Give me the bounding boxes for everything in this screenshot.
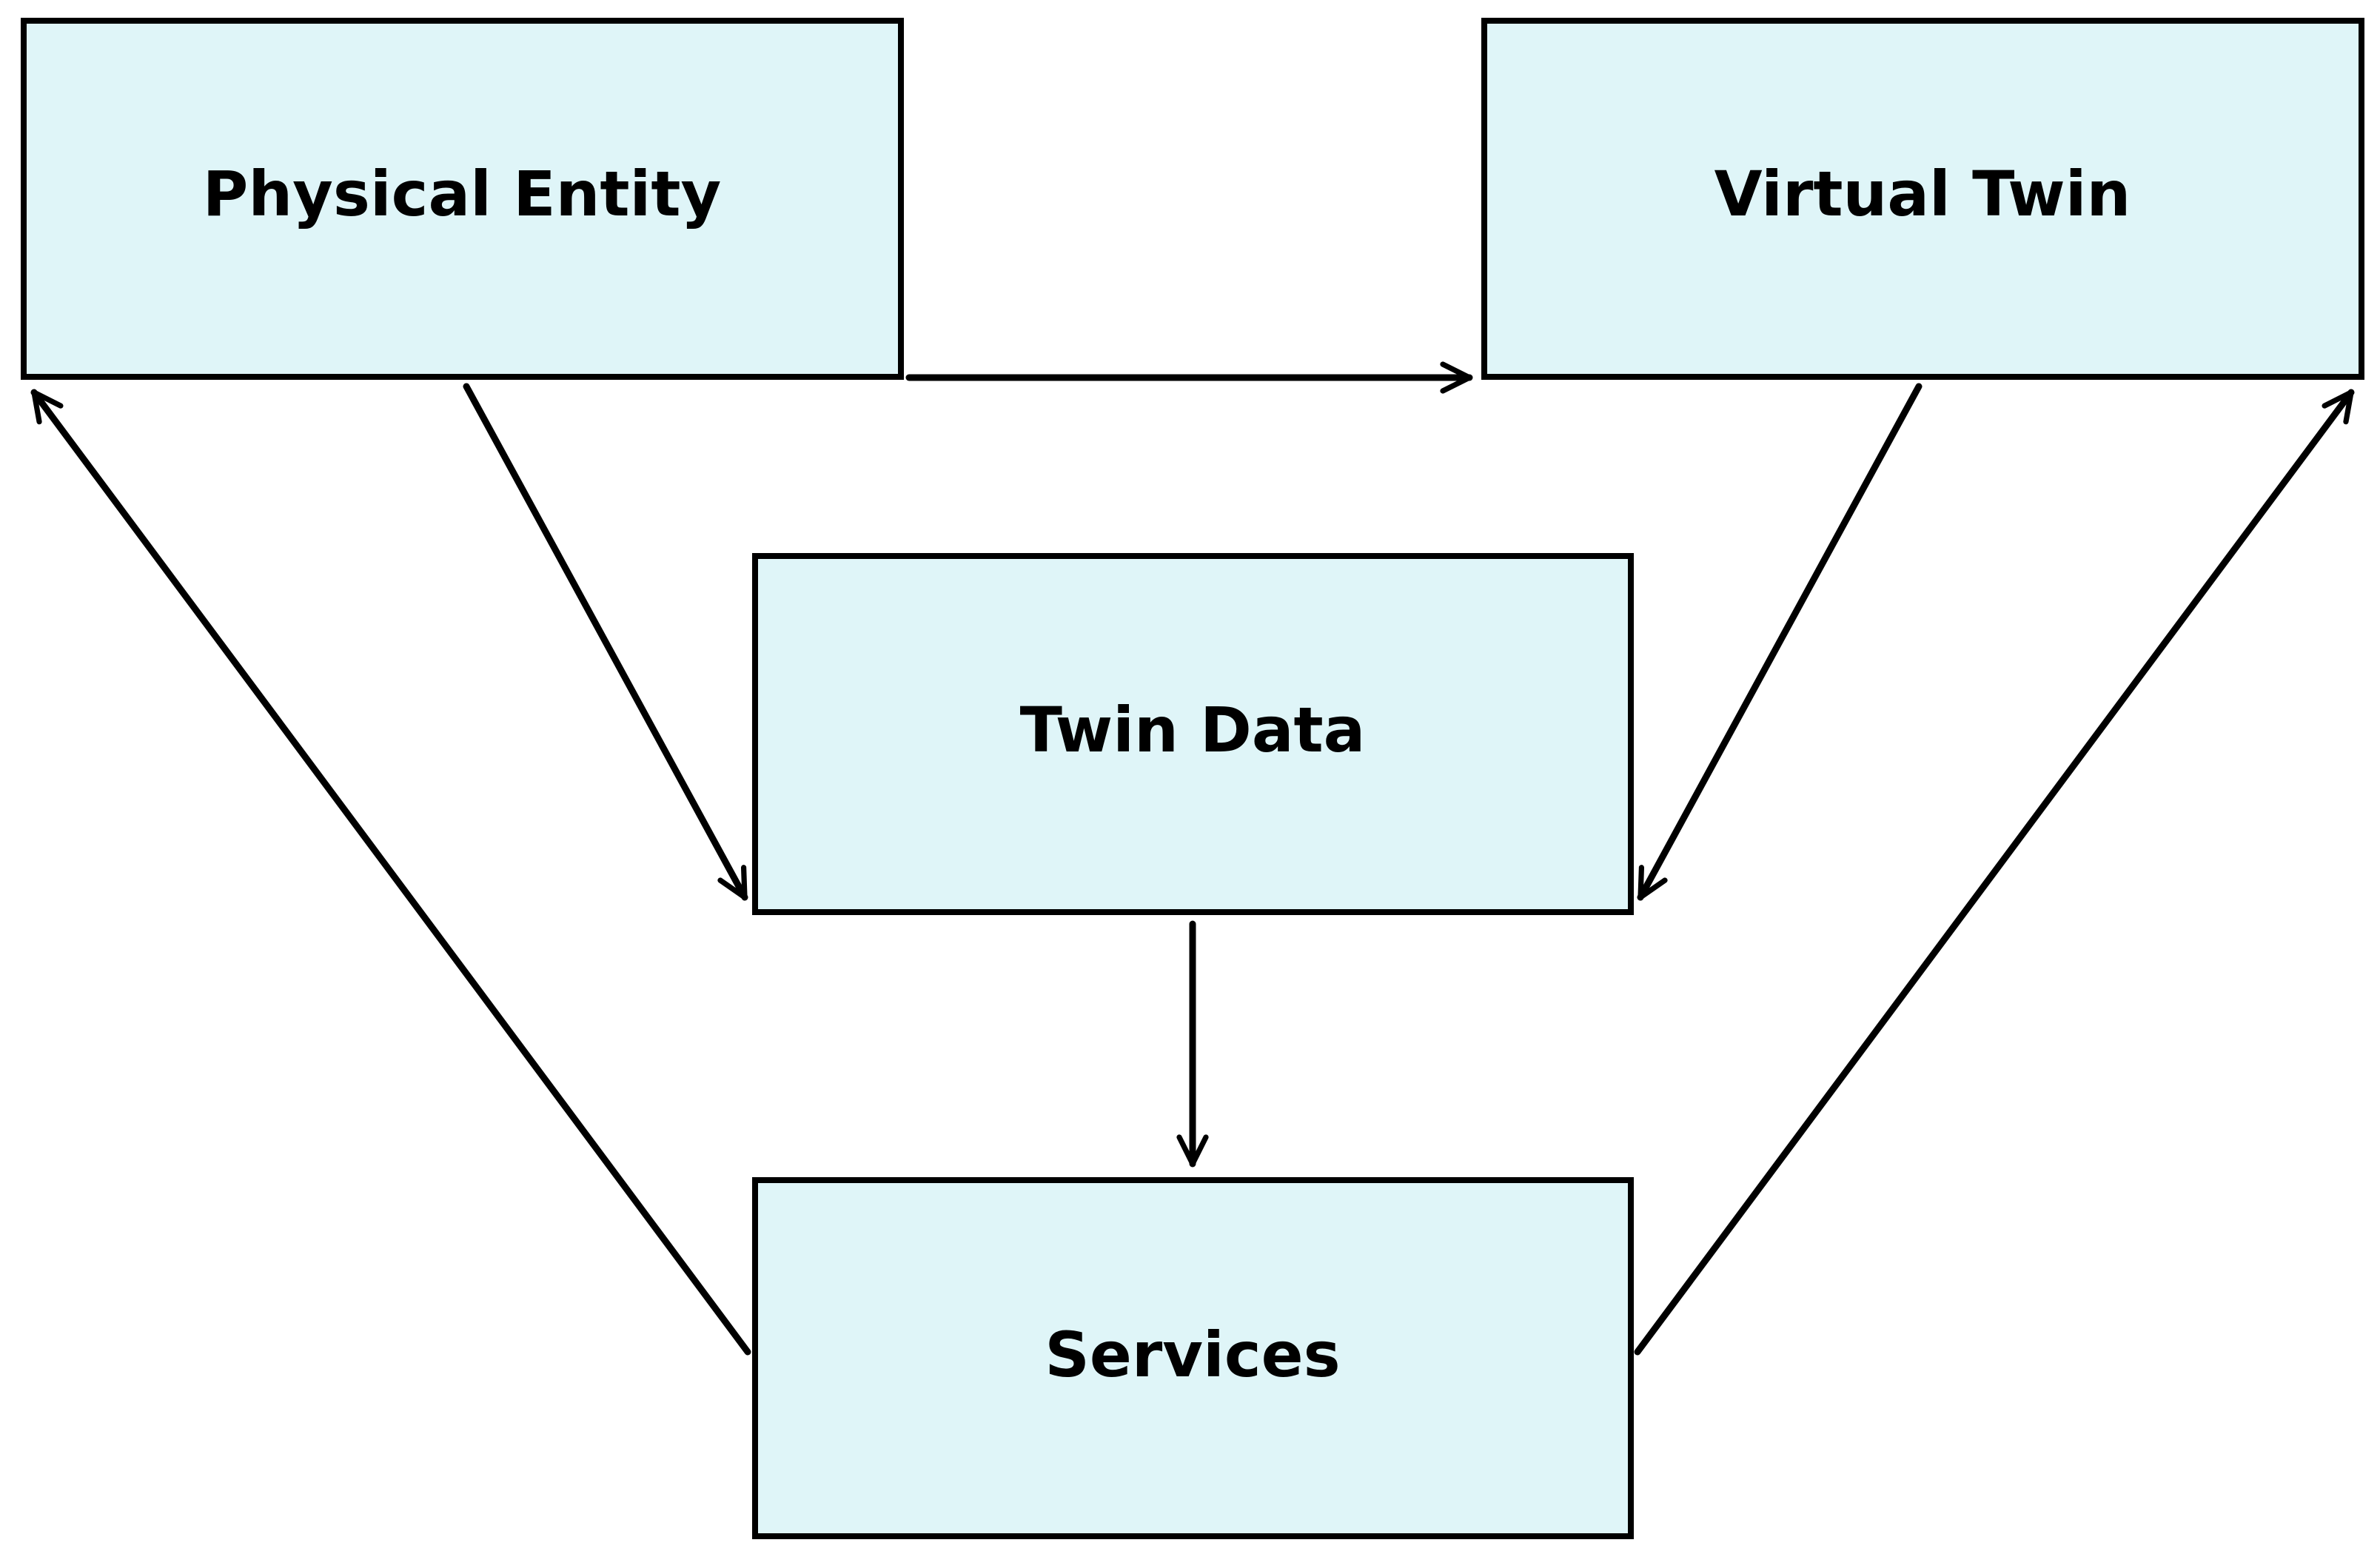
edge-services-to-virtual-twin: [1634, 389, 2355, 1356]
edge-services-to-physical-entity: [30, 389, 751, 1356]
node-virtual-twin: Virtual Twin: [1481, 18, 2364, 380]
node-label-twin-data: Twin Data: [1020, 694, 1366, 766]
edge-virtual-twin-to-twin-data: [1637, 383, 1923, 901]
node-label-services: Services: [1045, 1319, 1340, 1391]
node-label-physical-entity: Physical Entity: [203, 158, 721, 230]
node-twin-data: Twin Data: [752, 553, 1634, 915]
node-label-virtual-twin: Virtual Twin: [1714, 158, 2131, 230]
node-services: Services: [752, 1177, 1634, 1539]
edge-physical-entity-to-twin-data: [463, 383, 748, 901]
node-physical-entity: Physical Entity: [21, 18, 904, 380]
